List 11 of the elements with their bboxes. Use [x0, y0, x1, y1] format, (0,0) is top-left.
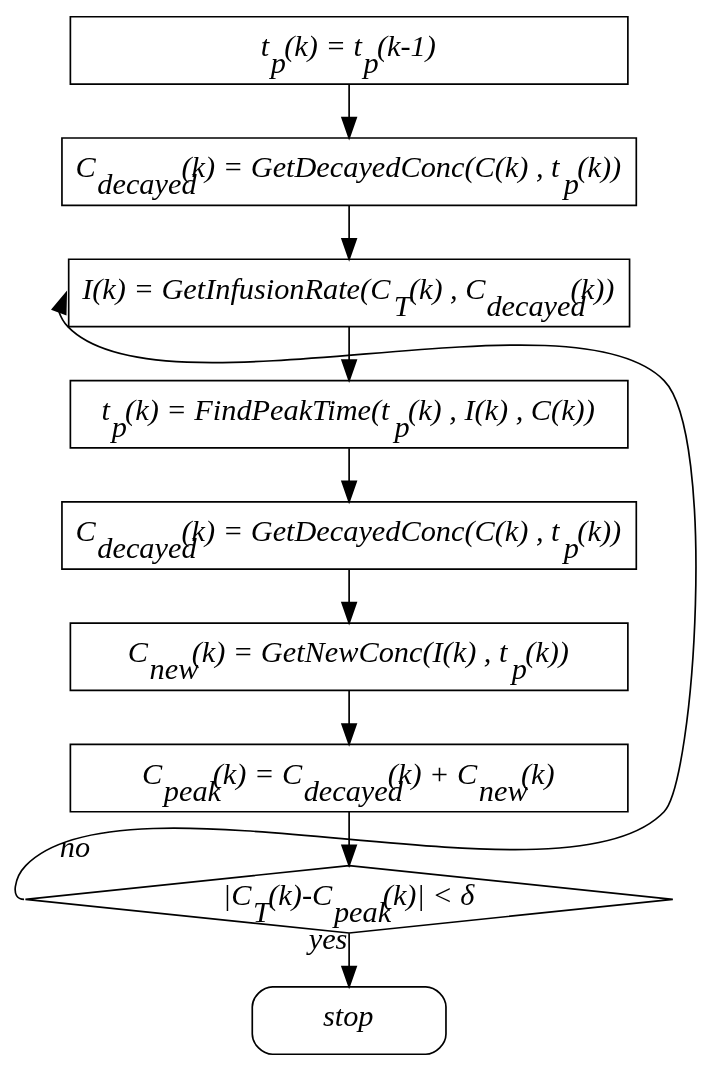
node-box: stop — [251, 985, 447, 1055]
arrow — [340, 568, 358, 625]
arrow — [340, 689, 358, 747]
arrow — [340, 810, 358, 868]
arrow — [340, 83, 358, 140]
edge-label: no — [59, 829, 91, 864]
arrow — [340, 204, 358, 262]
arrow — [340, 446, 358, 504]
arrow — [340, 325, 358, 383]
arrow — [340, 931, 358, 989]
arrow — [14, 290, 697, 900]
